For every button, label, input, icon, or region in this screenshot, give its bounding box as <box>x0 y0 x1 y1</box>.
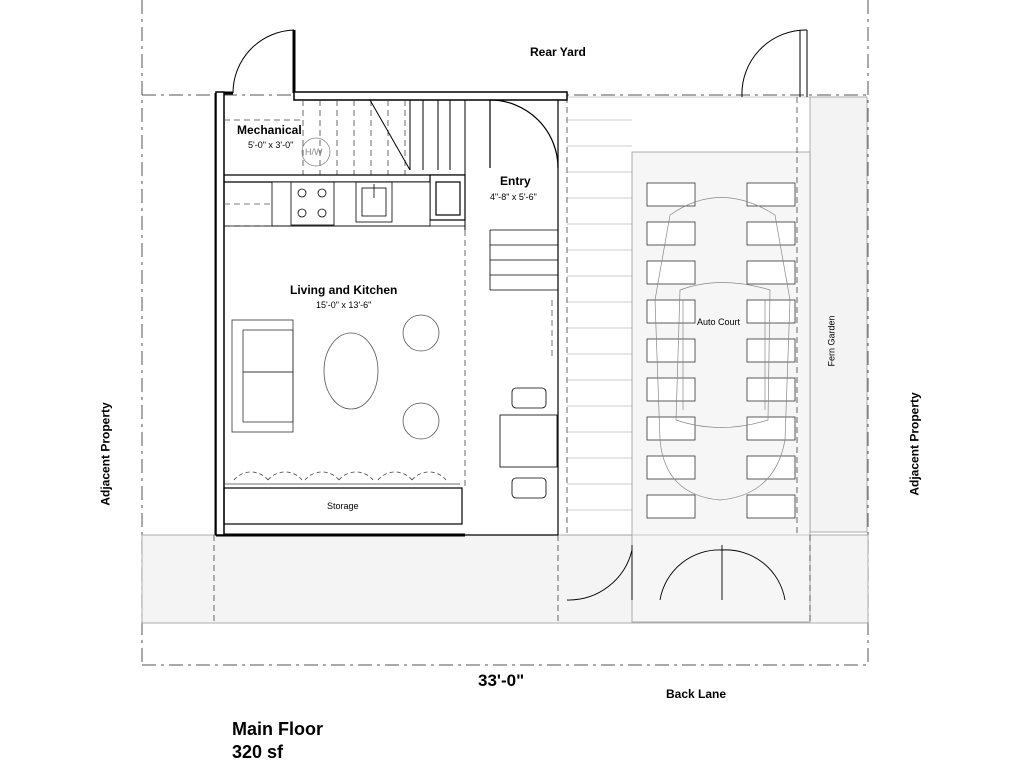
storage-label: Storage <box>327 501 359 511</box>
mechanical-dims: 5'-0" x 3'-0" <box>248 140 294 150</box>
dining-table <box>499 387 558 499</box>
deck-boards <box>567 96 810 536</box>
adjacent-property-left: Adjacent Property <box>98 402 113 506</box>
fern-garden-label: Fern Garden <box>826 315 837 367</box>
entry-stairs <box>489 229 558 360</box>
rear-yard-label: Rear Yard <box>530 45 586 59</box>
sofa <box>231 319 294 433</box>
lane-gates <box>566 545 786 601</box>
living-kitchen-label: Living and Kitchen <box>290 283 398 297</box>
kitchen-counter <box>224 181 431 227</box>
entry-walls <box>465 99 559 536</box>
fern-garden-area <box>809 96 868 533</box>
car-outline <box>654 197 791 501</box>
oval-table <box>323 332 379 410</box>
floor-title: Main Floor <box>232 719 323 739</box>
rear-door-left <box>232 29 295 94</box>
stairs-top <box>224 100 406 175</box>
rear-gate-right <box>741 29 808 98</box>
entry-label: Entry <box>500 174 531 188</box>
hw-tank-label: H/W <box>305 147 323 157</box>
floor-area: 320 sf <box>232 742 284 762</box>
storage-box <box>223 487 463 525</box>
mechanical-label: Mechanical <box>237 123 302 137</box>
auto-court-pavers <box>646 182 796 519</box>
overall-width-dimension: 33'-0" <box>478 671 525 690</box>
adjacent-property-right: Adjacent Property <box>907 392 922 496</box>
living-kitchen-dims: 15'-0" x 13'-6" <box>316 300 372 310</box>
closet-doors <box>224 471 460 485</box>
back-lane-label: Back Lane <box>666 687 727 701</box>
hw-tank-circle <box>301 137 331 167</box>
armchairs <box>402 314 440 440</box>
entry-dims: 4"-8" x 5'-6" <box>490 192 537 202</box>
auto-court-label: Auto Court <box>697 317 741 327</box>
